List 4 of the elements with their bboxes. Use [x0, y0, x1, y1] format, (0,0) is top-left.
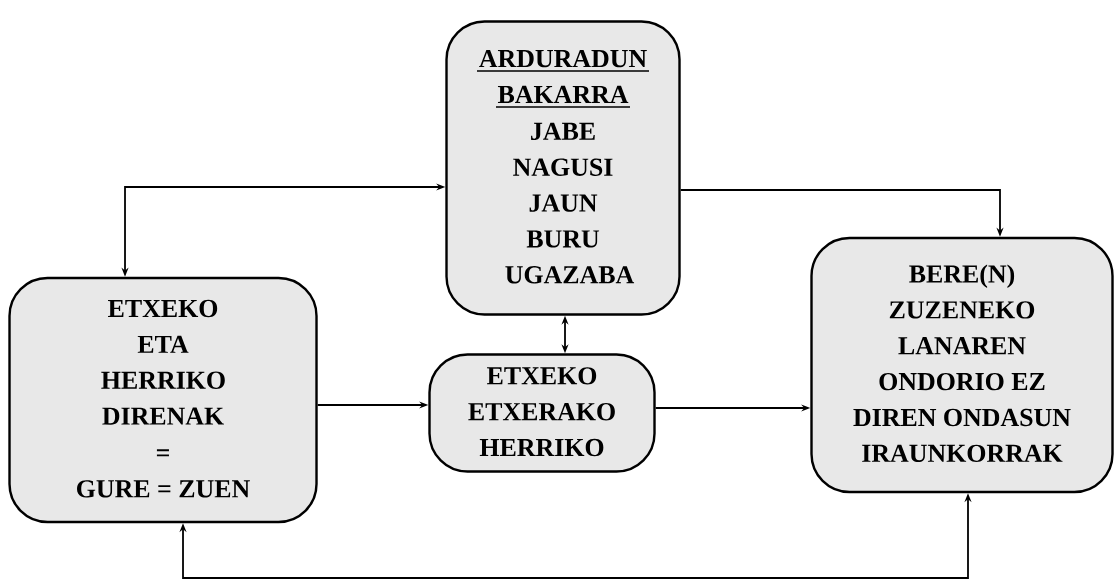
rounded-box: BERE(N) ZUZENEKO LANAREN ONDORIO EZ DIREN ONDASUN IRAUNKORRAK [810, 236, 1114, 494]
rounded-box: ETXEKO ETXERAKO HERRIKO [428, 353, 656, 473]
rounded-box: ARDURADUN BAKARRA JABE NAGUSI JAUN BURU UGAZABA [445, 20, 681, 316]
rounded-box: ETXEKO ETA HERRIKO DIRENAK = GURE = ZUEN [8, 276, 318, 524]
